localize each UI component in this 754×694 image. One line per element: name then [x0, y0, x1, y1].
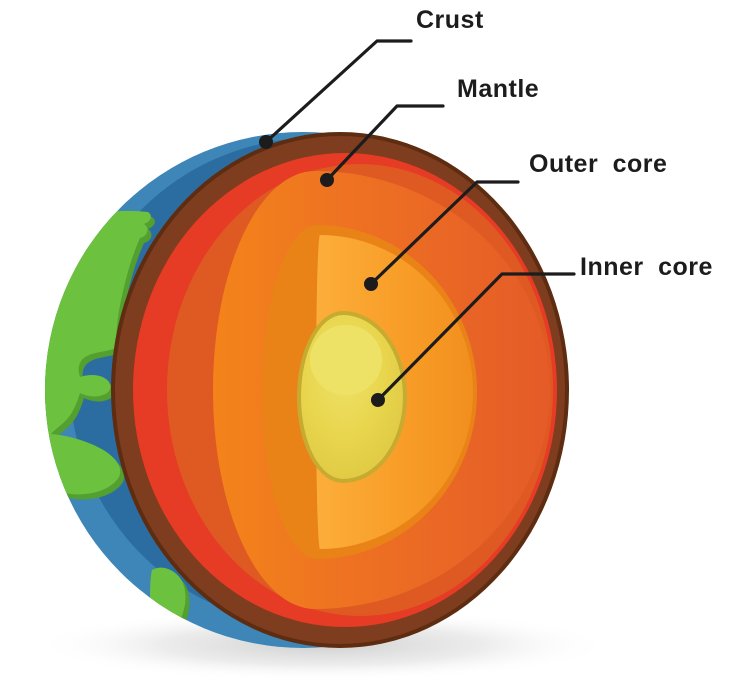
inner-core-highlight	[310, 325, 382, 395]
mantle-label: Mantle	[457, 75, 539, 103]
outer-core-label: Outer core	[529, 150, 667, 178]
inner-core-label: Inner core	[580, 253, 713, 281]
inner-core-pointer-dot	[371, 393, 385, 407]
outer-core-pointer-dot	[364, 277, 378, 291]
mantle-pointer-dot	[320, 173, 334, 187]
crust-leader-line	[264, 39, 413, 144]
crust-label: Crust	[416, 6, 484, 34]
mantle-leader-line	[325, 104, 445, 182]
inner-core-leader-line	[376, 272, 576, 402]
crust-pointer-dot	[259, 135, 273, 149]
outer-core-leader-line	[369, 180, 520, 286]
